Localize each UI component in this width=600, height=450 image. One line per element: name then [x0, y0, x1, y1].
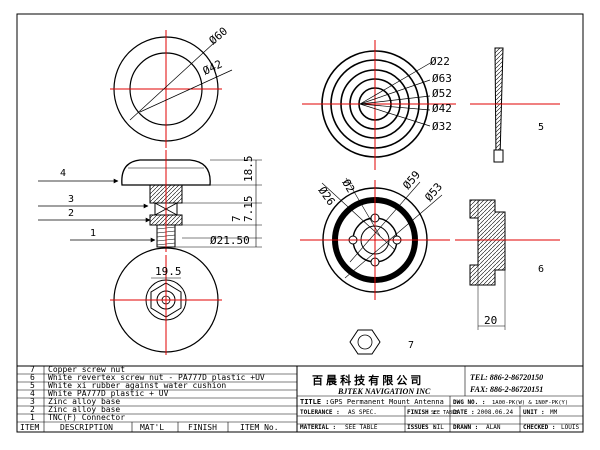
callout-4: 4 — [60, 168, 66, 179]
dim-side-base: Ø21.50 — [210, 234, 250, 247]
bom-desc-5: White xi rubber against water cushion — [48, 381, 226, 390]
dim-rings-63: Ø63 — [432, 72, 452, 85]
dwg-label: DWG NO. : — [453, 399, 486, 406]
date-label: DATE : — [453, 409, 475, 416]
bom-desc-6: White revertex screw nut - PA777D plasti… — [48, 373, 265, 382]
dim-profile-width: 20 — [484, 314, 497, 327]
bom-item-5: 5 — [30, 381, 35, 390]
dim-mount-2: Ø2 — [339, 177, 357, 195]
title-block: 百 晨 科 技 有 限 公 司 BJTEK NAVIGATION INC TEL… — [296, 365, 584, 433]
bom-desc-1: TNC(F) Connector — [48, 413, 125, 422]
issues-label: ISSUES : — [407, 424, 436, 431]
bom-desc-7: Copper screw nut — [48, 365, 125, 374]
bom-header-item-no: ITEM No. — [240, 423, 279, 432]
bom-header-material: MAT'L — [140, 423, 164, 432]
callout-7: 7 — [408, 340, 414, 351]
bom-header-item: ITEM — [20, 423, 39, 432]
bom-header-description: DESCRIPTION — [60, 423, 113, 432]
dwg-value: 1A00-PK(W) & 1N0F-PK(Y) — [492, 400, 568, 406]
drawn-value: ALAN — [486, 424, 501, 431]
dim-rings-32: Ø32 — [432, 120, 452, 133]
dim-bottom-nut: 19.5 — [155, 265, 182, 278]
tolerance-label: TOLERANCE : — [300, 409, 340, 416]
callout-3: 3 — [68, 194, 74, 205]
dim-rings-42: Ø42 — [432, 102, 452, 115]
bom-item-7: 7 — [30, 365, 35, 374]
bom-item-1: 1 — [30, 413, 35, 422]
callout-arrows: 4 3 2 1 — [38, 168, 156, 243]
unit-label: UNIT : — [523, 409, 545, 416]
bom-item-2: 2 — [30, 405, 35, 414]
tolerance-value: AS SPEC. — [348, 409, 377, 416]
company-name-cn: 百 晨 科 技 有 限 公 司 — [312, 373, 421, 387]
checked-value: LOUIS — [561, 424, 579, 431]
profile-6: 20 6 — [455, 199, 560, 330]
title-value: GPS Permanent Mount Antenna — [330, 398, 444, 406]
bom-item-4: 4 — [30, 389, 35, 398]
finish-label: FINISH : — [407, 409, 436, 416]
dim-top-outer: Ø60 — [207, 25, 231, 48]
bom-header-finish: FINISH — [188, 423, 217, 432]
title-label: TITLE : — [300, 398, 330, 406]
bom-item-3: 3 — [30, 397, 35, 406]
dim-side-upper: 18.5 — [242, 156, 255, 183]
date-value: 2008.06.24 — [477, 409, 514, 416]
dim-rings-52: Ø52 — [432, 87, 452, 100]
callout-2: 2 — [68, 208, 74, 219]
bom-desc-4: White PA777D plastic + UV — [48, 389, 169, 398]
dim-mount-53: Ø53 — [422, 180, 445, 204]
dim-rings-22: Ø22 — [430, 55, 450, 68]
bom-desc-3: Zinc alloy base — [48, 397, 120, 406]
company-tel: TEL: 886-2-86720150 — [470, 373, 543, 382]
side-view: 18.5 7.15 7 Ø21.50 — [121, 150, 262, 252]
material-label: MATERIAL : — [300, 424, 336, 431]
issues-value: NIL — [433, 424, 444, 431]
unit-value: MM — [550, 409, 558, 416]
dim-side-low: 7 — [230, 215, 243, 222]
dim-side-mid: 7.15 — [242, 196, 255, 223]
dim-mount-26: Ø26 — [316, 184, 338, 208]
top-view: Ø60 Ø42 — [110, 25, 233, 148]
profile-5: 5 — [470, 47, 560, 163]
mount-view: Ø26 Ø2 Ø59 Ø53 — [300, 168, 450, 300]
bom-item-6: 6 — [30, 373, 35, 382]
drawn-label: DRAWN : — [453, 424, 478, 431]
bom-desc-2: Zinc alloy base — [48, 405, 120, 414]
checked-label: CHECKED : — [523, 424, 556, 431]
company-fax: FAX: 886-2-86720151 — [469, 385, 543, 394]
bill-of-materials: 7 Copper screw nut 6 White revertex scre… — [16, 365, 298, 433]
material-value: SEE TABLE — [345, 424, 378, 431]
callout-6: 6 — [538, 264, 544, 275]
rings-view: Ø22 Ø63 Ø52 Ø42 Ø32 — [302, 40, 456, 170]
callout-1: 1 — [90, 228, 96, 239]
callout-5: 5 — [538, 122, 544, 133]
finish-value: SEE TABLE — [431, 410, 458, 416]
company-name-en: BJTEK NAVIGATION INC — [337, 387, 431, 396]
bottom-view: 19.5 — [110, 247, 222, 355]
dim-mount-59: Ø59 — [400, 168, 423, 192]
hex-nut-7: 7 — [349, 329, 414, 355]
dim-top-inner: Ø42 — [201, 58, 225, 78]
